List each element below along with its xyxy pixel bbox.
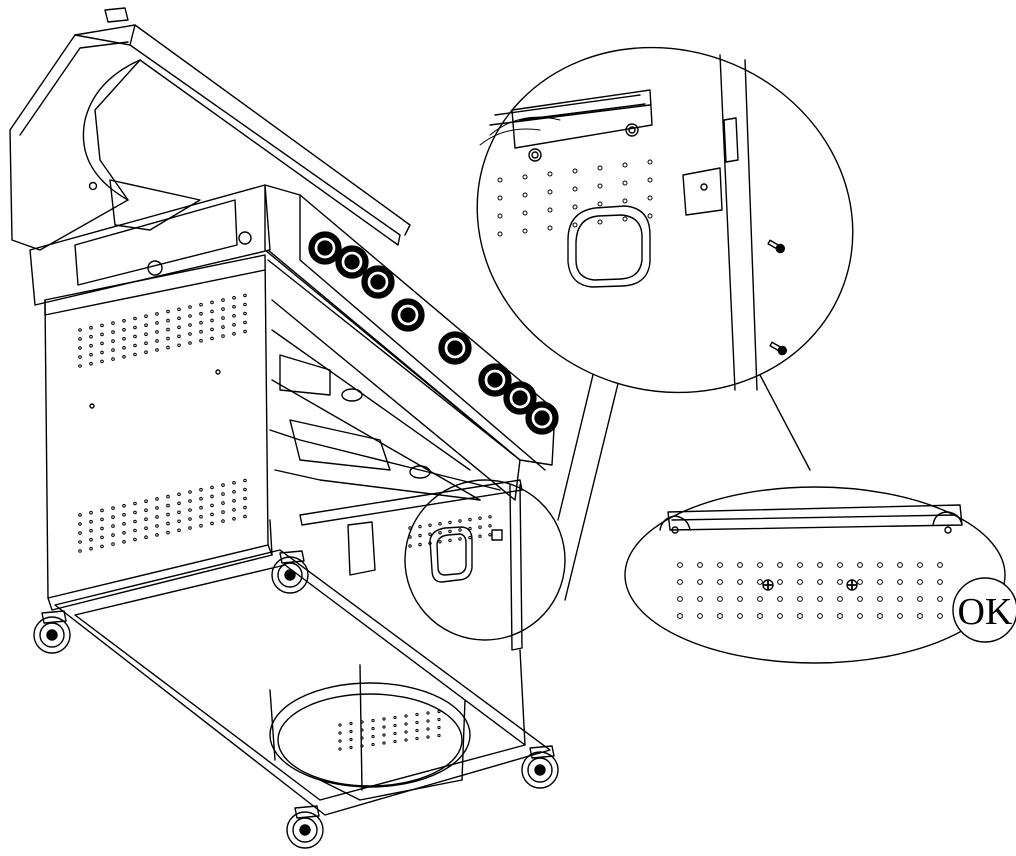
knob-icon bbox=[478, 363, 512, 397]
detail-callout-bracket-screws bbox=[404, 46, 854, 641]
knob-icon bbox=[335, 245, 369, 279]
vent-holes-lower bbox=[78, 478, 247, 553]
regulator-bracket bbox=[347, 521, 376, 576]
burner-frame bbox=[267, 259, 521, 501]
left-side-panel bbox=[44, 254, 273, 611]
caster-wheel-icon bbox=[271, 550, 309, 594]
caster-wheel-icon bbox=[33, 610, 71, 654]
ok-label: OK bbox=[958, 591, 1013, 633]
control-panel bbox=[264, 184, 559, 471]
back-panel bbox=[29, 179, 271, 306]
base-frame bbox=[54, 549, 551, 816]
front-rail bbox=[269, 479, 523, 651]
caster-wheel-icon bbox=[521, 745, 559, 789]
screw-head-icon bbox=[846, 579, 858, 591]
caster-wheels bbox=[33, 550, 559, 849]
screw-icon bbox=[769, 341, 788, 356]
detail-callout-ok: OK bbox=[624, 374, 1016, 664]
caster-wheel-icon bbox=[286, 805, 324, 849]
knob-icon bbox=[438, 331, 472, 365]
ok-badge-circle bbox=[952, 577, 1016, 643]
knob-icon bbox=[361, 265, 395, 299]
knob-icon bbox=[525, 401, 559, 435]
knob-icon bbox=[308, 231, 342, 265]
vent-holes-upper bbox=[78, 293, 247, 368]
grill-lid bbox=[9, 7, 411, 251]
screw-head-icon bbox=[762, 579, 774, 591]
knob-icon bbox=[391, 298, 425, 332]
lid-handle-tab bbox=[104, 7, 129, 23]
knob-icon bbox=[503, 381, 537, 415]
burner-knobs bbox=[308, 231, 559, 435]
tank-ring bbox=[269, 664, 471, 801]
screw-icon bbox=[767, 239, 786, 254]
